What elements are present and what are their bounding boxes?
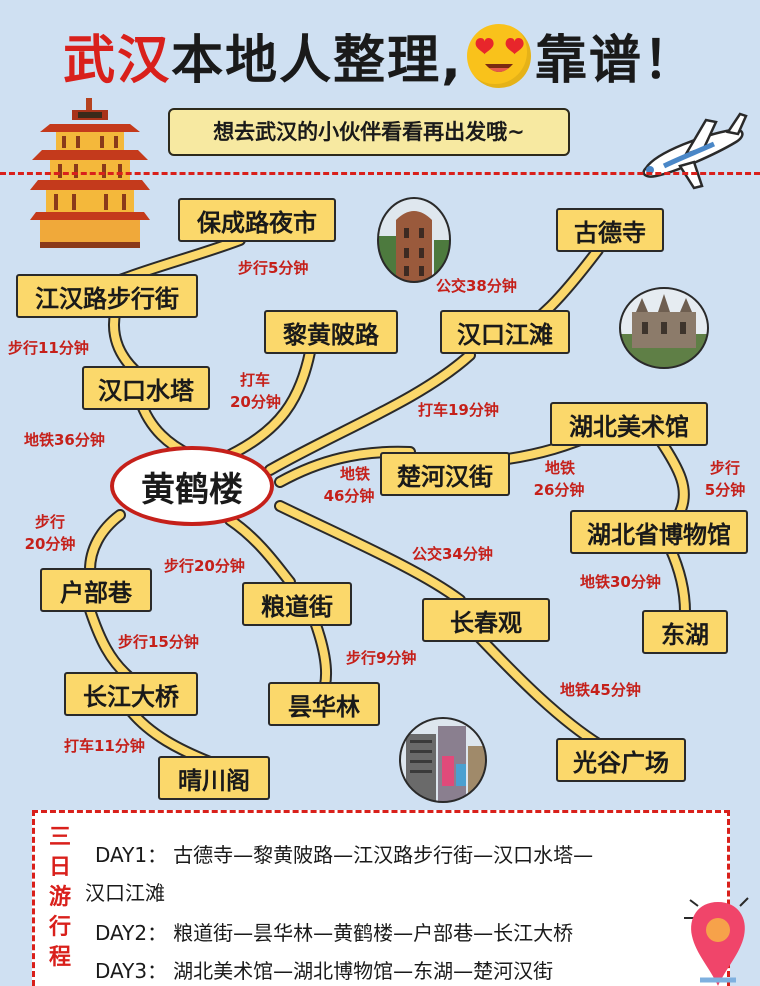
hub-yellow-crane-tower: 黄鹤楼 — [110, 446, 274, 526]
day1-route-cont: 汉口江滩 — [85, 881, 165, 905]
itinerary-box: 三 日 游 行 程 DAY1：古德寺—黎黄陂路—江汉路步行街—汉口水塔— 汉口江… — [32, 810, 730, 986]
itinerary-tag-char: 程 — [48, 945, 71, 970]
edge-label: 打车 — [240, 371, 271, 389]
day3-label: DAY3： — [95, 959, 168, 983]
edge-label: 步行9分钟 — [346, 649, 417, 667]
edge-label: 20分钟 — [24, 535, 76, 553]
edge-label: 步行20分钟 — [164, 557, 245, 575]
edge-label: 步行5分钟 — [238, 259, 309, 277]
node-hubuxiang: 户部巷 — [40, 568, 152, 612]
subtitle-banner: 想去武汉的小伙伴看看再出发哦~ — [168, 108, 570, 156]
node-hankoushuita: 汉口水塔 — [82, 366, 210, 410]
itinerary-day1-cont: 汉口江滩 — [85, 877, 165, 906]
itinerary-tag-char: 游 — [48, 885, 71, 910]
edge-label: 步行11分钟 — [8, 339, 89, 357]
yellow-crane-tower-icon — [30, 98, 150, 248]
node-lihuangpi: 黎黄陂路 — [264, 310, 398, 354]
node-guodesi: 古德寺 — [556, 208, 664, 252]
photo-building-icon — [377, 197, 451, 283]
divider-dashed-line — [0, 172, 760, 175]
edge-label: 步行15分钟 — [118, 633, 199, 651]
location-pin-icon — [684, 897, 749, 986]
itinerary-day2: DAY2：粮道街—昙华林—黄鹤楼—户部巷—长江大桥 — [95, 917, 573, 946]
day1-route: 古德寺—黎黄陂路—江汉路步行街—汉口水塔— — [173, 843, 594, 867]
itinerary-tag-char: 三 — [48, 825, 71, 850]
photo-street-icon — [399, 717, 487, 803]
node-donghu: 东湖 — [642, 610, 728, 654]
edge-label: 地铁 — [339, 465, 370, 483]
edge-label: 公交34分钟 — [412, 545, 493, 563]
node-changjiangdaqiao: 长江大桥 — [64, 672, 198, 716]
title-city: 武汉 — [63, 31, 172, 91]
node-hankoujiangtan: 汉口江滩 — [440, 310, 570, 354]
itinerary-day1: DAY1：古德寺—黎黄陂路—江汉路步行街—汉口水塔— — [95, 839, 593, 868]
edge-label: 公交38分钟 — [436, 277, 517, 295]
page-title: 武汉本地人整理, 靠谱！ — [0, 24, 760, 96]
node-liangdaojie: 粮道街 — [242, 582, 352, 626]
itinerary-tag: 三 日 游 行 程 — [45, 823, 75, 973]
node-jianghanlu: 江汉路步行街 — [16, 274, 198, 318]
edge-label: 步行 — [34, 513, 65, 531]
node-changchunguan: 长春观 — [422, 598, 550, 642]
day1-label: DAY1： — [95, 843, 168, 867]
edge-label: 20分钟 — [230, 393, 281, 411]
edge-label: 打车11分钟 — [64, 737, 145, 755]
edge-label: 步行 — [709, 459, 740, 477]
node-chuhehanjie: 楚河汉街 — [380, 452, 510, 496]
node-hubeimeishuguan: 湖北美术馆 — [550, 402, 708, 446]
node-qingchuange: 晴川阁 — [158, 756, 270, 800]
edge-label: 地铁 — [544, 459, 575, 477]
edge-label: 地铁30分钟 — [580, 573, 661, 591]
title-main: 本地人整理, — [171, 31, 463, 91]
node-baochenglu: 保成路夜市 — [178, 198, 336, 242]
edge-label: 26分钟 — [533, 481, 585, 499]
edge-label: 打车19分钟 — [418, 401, 499, 419]
node-guangguguangchang: 光谷广场 — [556, 738, 686, 782]
day2-route: 粮道街—昙华林—黄鹤楼—户部巷—长江大桥 — [173, 921, 574, 945]
edge-label: 46分钟 — [323, 487, 375, 505]
heart-eyes-emoji-icon — [466, 24, 531, 88]
edge-label: 5分钟 — [704, 481, 746, 499]
itinerary-day3: DAY3：湖北美术馆—湖北博物馆—东湖—楚河汉街 — [95, 955, 553, 984]
node-tanhualin: 昙华林 — [268, 682, 380, 726]
photo-temple-icon — [619, 287, 709, 369]
title-end: 靠谱！ — [534, 31, 697, 91]
edge-label: 地铁36分钟 — [24, 431, 105, 449]
day2-label: DAY2： — [95, 921, 168, 945]
itinerary-tag-char: 日 — [48, 855, 71, 880]
node-hubeibowuguan: 湖北省博物馆 — [570, 510, 748, 554]
edge-label: 地铁45分钟 — [560, 681, 641, 699]
itinerary-tag-char: 行 — [48, 915, 71, 940]
day3-route: 湖北美术馆—湖北博物馆—东湖—楚河汉街 — [173, 959, 554, 983]
airplane-icon — [642, 112, 748, 190]
